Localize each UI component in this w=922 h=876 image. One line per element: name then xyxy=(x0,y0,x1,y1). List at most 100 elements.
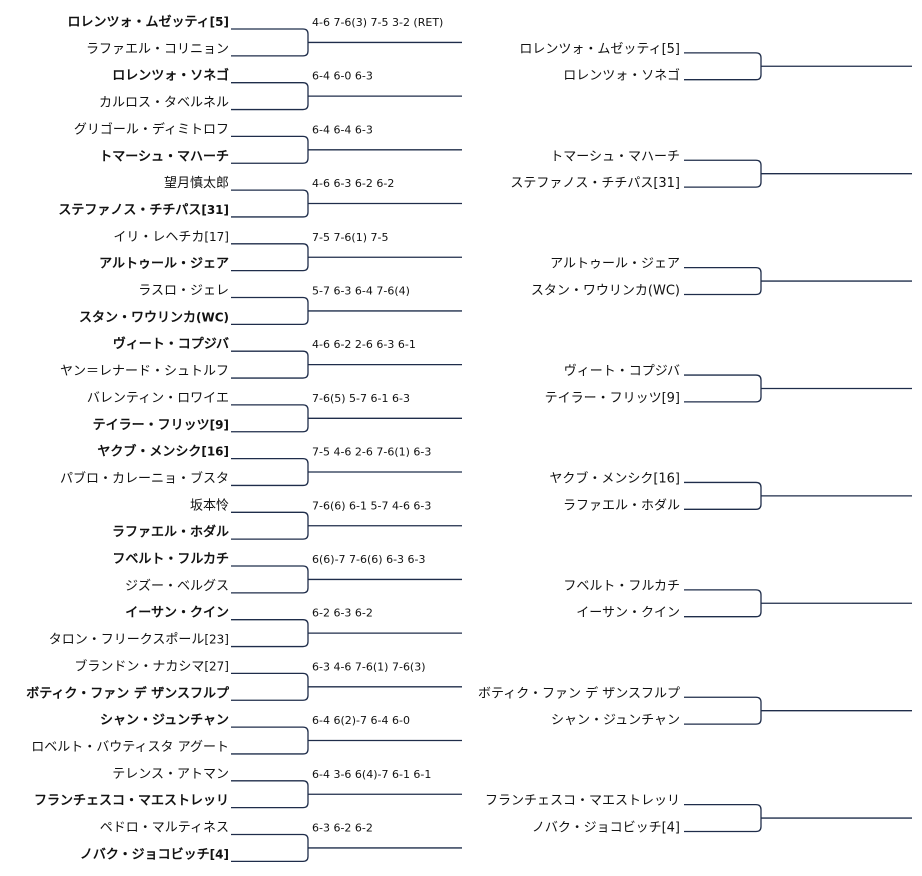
bracket-connector xyxy=(231,672,309,701)
player-name: ペドロ・マルティネス xyxy=(100,821,229,836)
bracket-connector xyxy=(231,189,309,218)
player-seed: [17] xyxy=(204,230,229,244)
player-name: 坂本怜 xyxy=(190,498,229,513)
round2-player-name: フベルト・フルカチ xyxy=(563,579,680,594)
bracket-connector xyxy=(231,350,309,379)
player-name: カルロス・タベルネル xyxy=(99,96,229,111)
player-name-text: アルトゥール・ジェア xyxy=(99,257,229,272)
bracket-connector xyxy=(231,565,309,594)
player-name: ヤン＝レナード・シュトルフ xyxy=(60,364,229,379)
match-score: 6-3 6-2 6-2 xyxy=(312,822,373,835)
player-name-text: トマーシュ・マハーチ xyxy=(99,149,229,164)
player-seed: [4] xyxy=(210,847,229,861)
round2-player-name: アルトゥール・ジェア xyxy=(550,257,680,272)
player-name: ジズー・ベルグス xyxy=(125,578,229,594)
player-name-text: テレンス・アトマン xyxy=(112,767,229,782)
player-name-text: ラファエル・コリニョン xyxy=(86,42,229,57)
player-name-text: ロベルト・バウティスタ アグート xyxy=(31,740,229,755)
bracket-connector xyxy=(231,726,309,755)
match-score: 6-3 4-6 7-6(1) 7-6(3) xyxy=(312,660,426,673)
match-score: 7-5 7-6(1) 7-5 xyxy=(312,231,388,244)
match-score: 6-2 6-3 6-2 xyxy=(312,607,373,620)
round2-player-name: トマーシュ・マハーチ xyxy=(550,149,680,164)
bracket-connector xyxy=(231,511,309,540)
player-name: ラスロ・ジェレ xyxy=(138,284,229,299)
player-name: ラファエル・ホダル xyxy=(112,524,229,540)
player-name-text: イリ・レヘチカ xyxy=(113,230,204,245)
player-name-text: スタン・ワウリンカ xyxy=(79,310,196,325)
player-name: ラファエル・コリニョン xyxy=(86,42,229,57)
player-name-text: グリゴール・ディミトロフ xyxy=(74,121,229,137)
player-name: バレンティン・ロワイエ xyxy=(87,391,229,406)
match-score: 7-6(5) 5-7 6-1 6-3 xyxy=(312,392,410,405)
player-name-text: ノバク・ジョコビッチ xyxy=(80,846,210,862)
player-seed: [23] xyxy=(204,633,229,647)
round2-player-name: ロレンツォ・ムゼッティ[5] xyxy=(519,42,680,57)
round2-match-5: ヤクブ・メンシク[16]ラファエル・ホダル xyxy=(549,470,912,513)
round2-match-1: ロレンツォ・ムゼッティ[5]ロレンツォ・ソネゴ xyxy=(519,42,912,84)
round2-player-name: イーサン・クイン xyxy=(576,606,680,621)
player-name: テイラー・フリッツ[9] xyxy=(93,418,229,433)
bracket-connector xyxy=(231,82,309,111)
player-name: ステファノス・チチパス[31] xyxy=(58,203,229,218)
player-name-text: 坂本怜 xyxy=(190,498,229,513)
player-name: パブロ・カレーニョ・ブスタ xyxy=(60,470,229,486)
player-name: シャン・ジュンチャン xyxy=(100,713,229,728)
round2-bracket-connector xyxy=(684,267,762,296)
player-name-text: ブランドン・ナカシマ xyxy=(74,658,204,674)
player-name-text: ロレンツォ・ムゼッティ xyxy=(67,14,209,30)
round2-player-name: ノバク・ジョコビッチ[4] xyxy=(532,821,680,836)
player-name: フランチェスコ・マエストレッリ xyxy=(34,794,229,809)
round2-player-name: ボティク・ファン デ ザンスフルプ xyxy=(478,685,680,701)
round2-player-name: テイラー・フリッツ[9] xyxy=(545,391,680,406)
bracket-connector xyxy=(231,619,309,648)
round2-player-name: フランチェスコ・マエストレッリ xyxy=(485,794,680,809)
player-name: イリ・レヘチカ[17] xyxy=(113,230,229,245)
player-name-text: シャン・ジュンチャン xyxy=(100,713,229,728)
round2-bracket-connector xyxy=(684,589,762,618)
player-name: テレンス・アトマン xyxy=(112,767,229,782)
player-name-text: フベルト・フルカチ xyxy=(112,552,229,567)
player-name-text: ステファノス・チチパス xyxy=(58,203,201,218)
player-name: ブランドン・ナカシマ[27] xyxy=(74,658,229,674)
player-name: ボティク・ファン デ ザンスフルプ xyxy=(26,685,230,701)
match-score: 7-6(6) 6-1 5-7 4-6 6-3 xyxy=(312,499,431,512)
player-name-text: 望月慎太郎 xyxy=(164,175,229,191)
player-name-text: ジズー・ベルグス xyxy=(125,578,229,594)
player-name-text: バレンティン・ロワイエ xyxy=(87,391,229,406)
player-seed: [27] xyxy=(204,659,229,673)
bracket-connector xyxy=(231,135,309,164)
player-name: タロン・フリークスポール[23] xyxy=(49,633,229,648)
player-name-text: ラファエル・ホダル xyxy=(112,524,229,540)
round2-bracket-connector xyxy=(684,804,762,833)
round2-bracket-connector xyxy=(684,52,762,81)
round2-bracket-connector xyxy=(684,696,762,725)
player-name: スタン・ワウリンカ(WC) xyxy=(79,310,229,325)
player-name-text: ロレンツォ・ソネゴ xyxy=(112,68,229,84)
match-score: 6-4 6-4 6-3 xyxy=(312,123,373,136)
match-score: 6(6)-7 7-6(6) 6-3 6-3 xyxy=(312,553,426,566)
bracket-connector xyxy=(231,780,309,809)
player-name-text: カルロス・タベルネル xyxy=(99,96,229,111)
player-name-text: ラスロ・ジェレ xyxy=(138,284,229,299)
player-name-text: ペドロ・マルティネス xyxy=(100,821,229,836)
bracket-connector xyxy=(231,243,309,272)
player-name: ロレンツォ・ソネゴ xyxy=(112,68,229,84)
player-name: 望月慎太郎 xyxy=(164,175,229,191)
bracket-connector xyxy=(231,404,309,433)
match-score: 6-4 3-6 6(4)-7 6-1 6-1 xyxy=(312,768,431,781)
